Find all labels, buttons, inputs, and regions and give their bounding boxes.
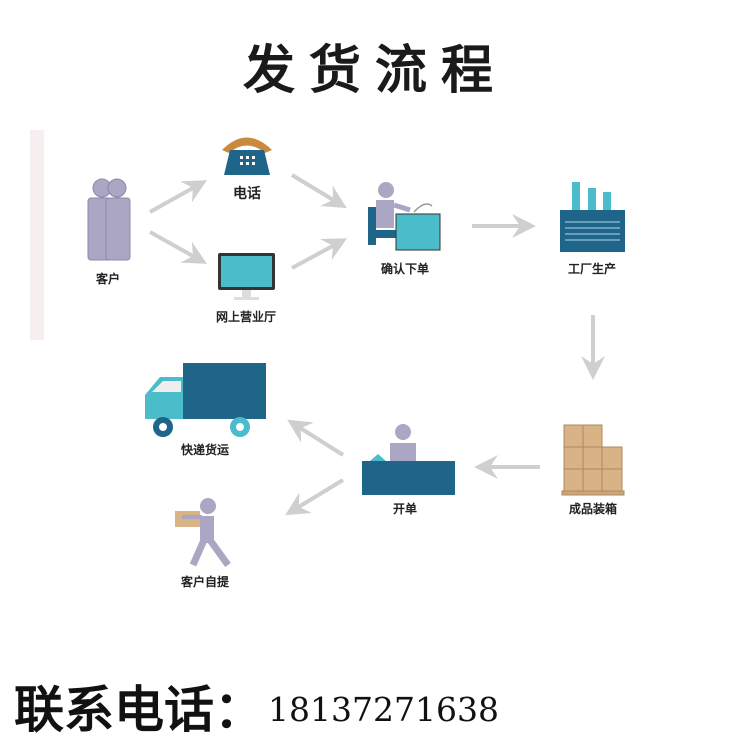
node-label-online-hall: 网上营业厅 <box>215 310 277 324</box>
monitor-icon <box>218 253 275 300</box>
node-label-express: 快递货运 <box>180 443 230 457</box>
arrow-invoice-express <box>287 419 345 457</box>
delivery-truck-icon <box>145 363 266 437</box>
node-label-invoice: 开单 <box>392 502 418 516</box>
customers-icon <box>87 178 131 261</box>
telephone-icon <box>222 137 272 175</box>
node-label-phone: 电话 <box>233 186 261 202</box>
arrow-customer-online <box>149 230 207 264</box>
arrow-customer-phone <box>149 180 207 214</box>
office-worker-icon <box>368 182 441 251</box>
factory-icon <box>560 182 625 252</box>
node-label-factory: 工厂生产 <box>567 262 617 276</box>
arrow-online-confirm <box>291 238 348 270</box>
pickup-person-icon <box>175 498 231 568</box>
node-label-customer: 客户 <box>95 272 121 286</box>
counter-clerk-icon <box>362 424 455 495</box>
node-label-self-pickup: 客户自提 <box>180 575 230 589</box>
page-title: 发货流程 <box>242 41 508 101</box>
side-bar-decoration <box>30 130 44 340</box>
contact-phone-number: 18137271638 <box>268 690 499 729</box>
node-label-packing: 成品装箱 <box>568 502 618 516</box>
arrow-phone-confirm <box>290 173 347 209</box>
contact-line: 联系电话：18137271638 <box>14 670 499 742</box>
packed-boxes-icon <box>561 424 625 496</box>
node-label-confirm-order: 确认下单 <box>380 262 430 276</box>
contact-label: 联系电话： <box>14 681 264 739</box>
arrow-invoice-pickup <box>285 478 345 516</box>
